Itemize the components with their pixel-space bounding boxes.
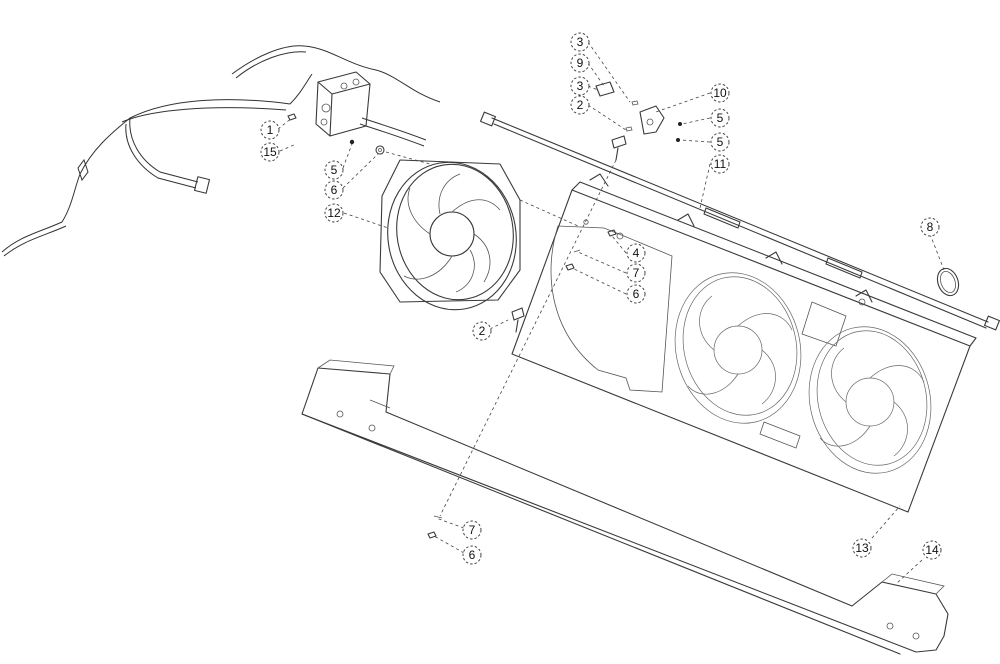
callout-3: 3 [570,32,590,52]
callout-8: 8 [920,217,940,237]
leader-lines [277,41,945,585]
callout-2: 2 [472,321,492,341]
relay-box [315,71,371,137]
callout-label: 10 [713,86,727,100]
callout-label: 4 [633,246,640,260]
callout-6: 6 [324,180,344,200]
callout-label: 3 [577,35,584,49]
callout-6: 6 [626,284,646,304]
callout-label: 5 [331,163,338,177]
callout-label: 9 [577,56,584,70]
callout-label: 6 [469,548,476,562]
callout-14: 14 [922,540,942,560]
ring-clamp [936,267,960,297]
callout-label: 5 [717,111,724,125]
callout-label: 2 [479,324,486,338]
callout-15: 15 [260,142,280,162]
callout-5: 5 [324,160,344,180]
callout-label: 13 [855,541,869,555]
callout-9: 9 [570,53,590,73]
callout-5: 5 [710,108,730,128]
panel-fan-left [674,272,802,424]
callout-13: 13 [852,538,872,558]
callout-label: 6 [633,287,640,301]
panel-fan-right [808,326,932,474]
callout-label: 1 [267,123,274,137]
callout-label: 7 [633,266,640,280]
callout-label: 12 [327,206,341,220]
bottom-mounting-rail [301,359,949,655]
bottom-hardware [427,515,443,539]
callout-5: 5 [710,132,730,152]
callout-label: 2 [577,98,584,112]
callout-7: 7 [462,520,482,540]
callout-label: 8 [927,220,934,234]
callout-label: 6 [331,183,338,197]
callout-11: 11 [710,154,730,174]
callout-1: 1 [260,120,280,140]
callout-6: 6 [462,545,482,565]
single-fan [379,159,521,311]
callout-7: 7 [626,263,646,283]
fan-shroud-panel [511,173,977,513]
callout-label: 5 [717,135,724,149]
callout-12: 12 [324,203,344,223]
callout-label: 15 [263,145,277,159]
relay-hardware [287,113,385,155]
callout-4: 4 [626,243,646,263]
callout-2: 2 [570,95,590,115]
callout-label: 11 [714,157,727,171]
shroud-hardware [511,229,624,333]
callout-label: 7 [469,523,476,537]
bracket-assembly [595,81,682,161]
callout-label: 3 [577,79,584,93]
callout-label: 14 [925,543,939,557]
callout-10: 10 [710,83,730,103]
wiring-harness [1,45,441,257]
callout-3: 3 [570,76,590,96]
callouts: 1 15 5 6 12 3 9 3 2 10 5 5 11 8 4 7 6 2 … [260,32,942,565]
cable-rod [480,111,1000,331]
